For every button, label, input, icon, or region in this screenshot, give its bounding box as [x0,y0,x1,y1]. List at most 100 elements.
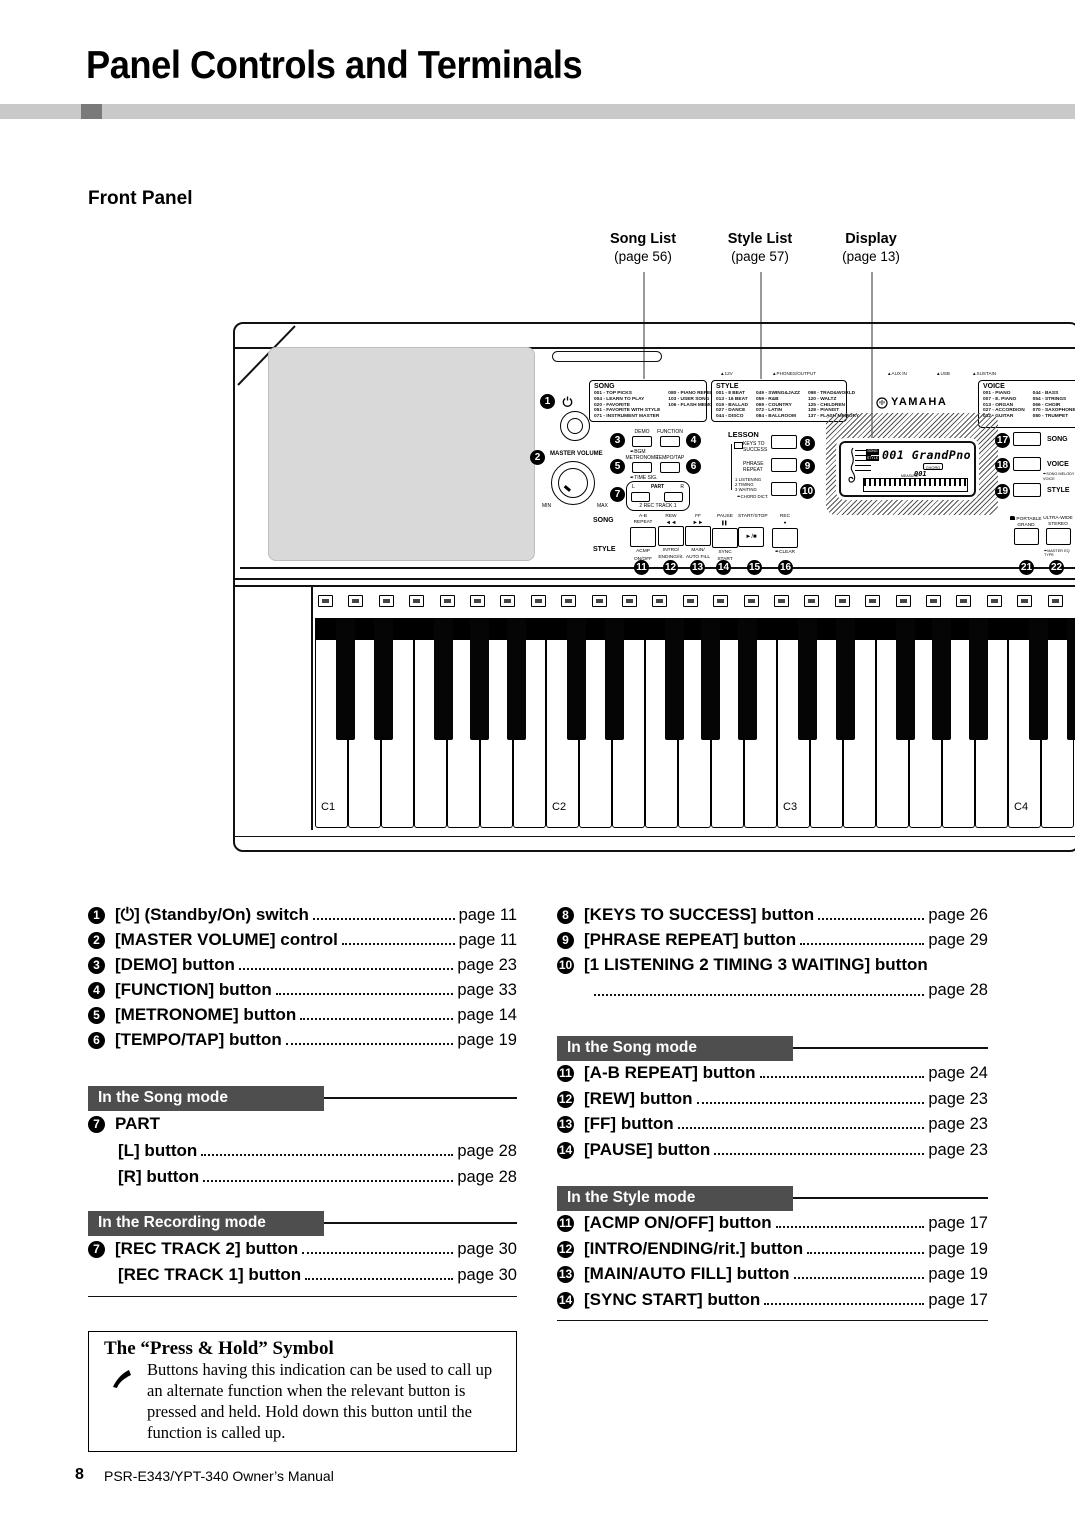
part-r-button [664,492,683,502]
column-rule [557,1320,988,1322]
list-text: 027 - ACCORDION [983,408,1025,414]
list-item: 14 [PAUSE] button page 23 [557,1140,988,1160]
callout-title: Display [845,231,897,247]
callout-12: 12 [663,560,678,575]
list-text: 001 - 8 BEAT [716,391,745,396]
item-label: [⏻] (Standby/On) switch [115,905,309,924]
press-hold-icon: ✒ [630,475,635,481]
dot-leader [275,993,454,995]
list-item: 8 [KEYS TO SUCCESS] button page 26 [557,905,988,925]
callout-page: (page 13) [842,249,900,264]
list-text: 049 - SWING&JAZZ [755,391,800,396]
list-text: 103 - USER SONG [668,396,710,402]
time-sig-hold-label: ✒TIME SIG. [630,475,658,481]
part-labels: L PART R [632,484,684,490]
part-l-label: L [632,484,635,490]
item-page: page 30 [457,1239,517,1258]
item-label: PART [115,1114,161,1133]
callout-line [643,272,645,379]
list-text: 084 - BALLROOM [755,414,796,420]
rewind-icon: ◄◄ [665,519,677,526]
press-hold-body: Buttons having this indication can be us… [147,1360,493,1442]
mode-rule [793,1197,988,1199]
dot-leader [764,1303,925,1305]
item-number: 12 [557,1090,574,1108]
list-item: 13 [FF] button page 23 [557,1114,988,1134]
item-number: 14 [557,1141,574,1159]
lcd-chord-box: CHORD [923,463,943,470]
list-text: 098 - TRAD&WORLD [807,391,856,396]
rec-button-group: REC● ✒CLEAR [772,514,798,555]
item-label: [R] button [118,1167,200,1186]
sustain-jack-label: ▲SUSTAIN [972,371,997,376]
dot-leader [714,1153,925,1155]
item-number: 4 [88,981,105,999]
lcd-measure-label: MEASURE [901,474,919,478]
list-text: 001 - TOP PICKS [594,391,632,396]
ff-button-group: FF►► MAIN/AUTO FILL [685,514,711,560]
item-number: 13 [557,1265,574,1283]
usb-jack-label: ▲USB [936,371,950,376]
list-item: 5 [METRONOME] button page 14 [88,1005,517,1025]
demo-label: DEMO [634,429,650,435]
item-page: page 23 [928,1089,988,1108]
callout-style-list: Style List (page 57) [700,230,820,265]
case-line [234,347,1075,349]
press-hold-box: The “Press & Hold” Symbol Buttons having… [88,1331,517,1452]
callout-line [760,272,762,379]
list-text: 013 - 16 BEAT [716,396,748,402]
keys-to-success-button [771,435,797,449]
list-text: 027 - DANCE [716,408,746,414]
metronome-label: METRONOME [625,455,659,461]
grand-piano-icon [1010,516,1016,520]
callout-8: 8 [800,436,815,451]
header-band [0,104,1075,119]
footer-text: PSR-E343/YPT-340 Owner’s Manual [104,1468,334,1484]
treble-clef-icon [845,446,858,493]
list-text: 106 - FLASH MEMORY [668,402,720,408]
list-text: 044 - BASS [1032,391,1059,396]
master-volume-knob-inner [558,468,588,498]
style-box-title: STYLE [716,383,739,390]
song-button-label: SONG [1047,436,1068,443]
ab-repeat-acmp-button [630,527,656,548]
item-page: page 28 [928,981,988,999]
volume-max-label: MAX [597,503,608,509]
footer-page-number: 8 [75,1466,84,1483]
item-page: page 30 [457,1265,517,1284]
rew-intro-button [658,525,684,546]
lcd-song-badge: SONG [866,449,879,455]
list-item: 14 [SYNC START] button page 17 [557,1290,988,1310]
dot-leader [818,918,925,920]
pause-icon: ▌▌ [722,519,728,525]
list-subitem: [L] button page 28 [118,1141,517,1161]
keyboard-case [233,322,1075,852]
fast-forward-icon: ►► [692,519,704,526]
dot-leader [201,1154,454,1156]
list-item: 3 [DEMO] button page 23 [88,955,517,975]
dot-leader [775,1226,925,1228]
list-item: 11 [A-B REPEAT] button page 24 [557,1063,988,1083]
list-item: 1 [⏻] (Standby/On) switch page 11 [88,905,517,925]
list-text: 020 - FAVORITE [594,402,630,408]
list-text: 001 - PIANO [983,391,1011,396]
master-eq-hold-label: ✒MASTER EQ TYPE [1044,549,1070,557]
callout-10: 10 [800,484,815,499]
style-mode-header: In the Style mode [557,1186,793,1211]
callout-9: 9 [800,459,815,474]
case-line [311,586,313,830]
list-text: 013 - ORGAN [983,402,1014,408]
aux-in-jack-label: ▲AUX IN [887,371,907,376]
item-label: [TEMPO/TAP] button [115,1030,282,1049]
play-stop-icon: ►/■ [745,534,757,541]
left-speaker-panel [268,347,535,561]
list-text: 070 - SAXOPHONE [1032,408,1075,414]
list-text: 3 WAITING [735,487,757,493]
list-item: 12 [INTRO/ENDING/rit.] button page 19 [557,1239,988,1259]
list-item: 10 [1 LISTENING 2 TIMING 3 WAITING] butt… [557,955,988,975]
